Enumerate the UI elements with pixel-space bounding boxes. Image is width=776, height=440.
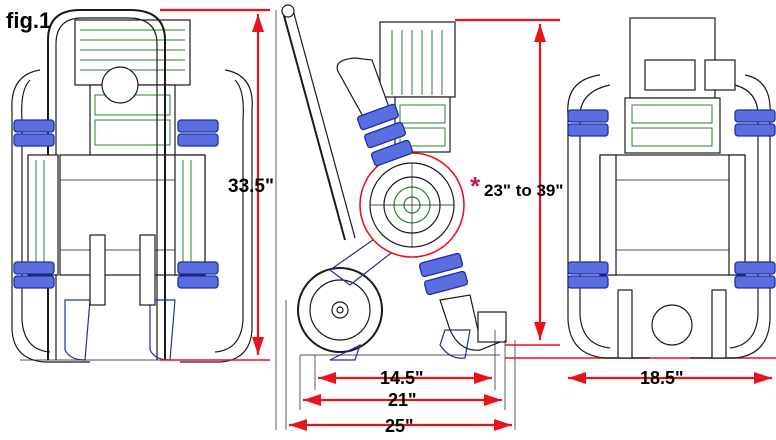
base-width-label: 14.5" bbox=[380, 368, 424, 388]
front-view bbox=[11, 9, 253, 363]
height-dimension bbox=[160, 8, 277, 430]
mid-width-label: 21" bbox=[388, 390, 417, 410]
side-view bbox=[281, 4, 516, 430]
rear-view bbox=[567, 17, 776, 359]
stroke-dimension bbox=[455, 18, 776, 359]
figure-label: fig.1 bbox=[6, 8, 51, 33]
width-dimensions bbox=[289, 372, 772, 431]
stroke-marker: * bbox=[470, 171, 481, 201]
overall-length-label: 25" bbox=[385, 416, 414, 436]
height-label: 33.5" bbox=[228, 176, 274, 197]
stroke-label: 23" to 39" bbox=[484, 181, 563, 200]
end-width-label: 18.5" bbox=[640, 368, 684, 388]
